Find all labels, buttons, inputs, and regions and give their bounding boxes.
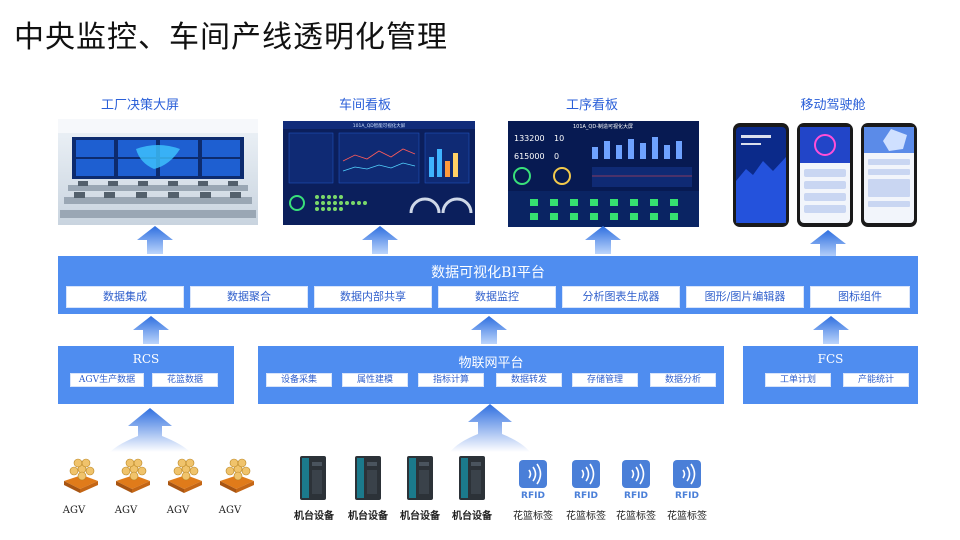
process-screen-title: 101A_QD-制造可视化大屏	[573, 123, 633, 130]
iot-item-data-analysis: 数据分析	[650, 373, 716, 387]
page-title: 中央监控、车间产线透明化管理	[14, 20, 448, 55]
control-room-image	[58, 119, 258, 225]
rcs-item-basket-data: 花篮数据	[152, 373, 218, 387]
machine-device-icon	[407, 456, 433, 500]
bi-module-data-sharing: 数据内部共享	[314, 286, 432, 308]
bi-module-data-monitoring: 数据监控	[438, 286, 556, 308]
arrow-up-icon	[133, 316, 169, 344]
agv-label: AGV	[166, 505, 190, 516]
rfid-label: 花篮标签	[667, 511, 707, 522]
rcs-title: RCS	[132, 352, 160, 366]
agv-robot-icon	[168, 458, 202, 493]
arrow-up-icon	[137, 226, 173, 254]
caption-workshop-board: 车间看板	[338, 98, 391, 113]
process-stat-2: 10	[554, 134, 564, 143]
agv-label: AGV	[62, 505, 86, 516]
mobile-cockpit-image	[731, 121, 919, 229]
caption-factory-screen: 工厂决策大屏	[100, 98, 179, 113]
rfid-tag-icon: RFID	[622, 460, 650, 499]
arrow-up-icon	[110, 408, 190, 452]
machine-device-icon	[300, 456, 326, 500]
machine-label: 机台设备	[452, 511, 492, 522]
agv-robot-icon	[64, 458, 98, 493]
agv-robot-icon	[220, 458, 254, 493]
rfid-tag-icon: RFID	[673, 460, 701, 499]
workshop-screen-title: 101A_QD智能可视化大屏	[353, 122, 406, 129]
rfid-icon-text: RFID	[521, 491, 545, 499]
rfid-tag-icon: RFID	[572, 460, 600, 499]
agv-label: AGV	[114, 505, 138, 516]
machine-device-icon	[355, 456, 381, 500]
rfid-tag-icon: RFID	[519, 460, 547, 499]
arrow-up-icon	[813, 316, 849, 344]
bi-module-icon-components: 图标组件	[810, 286, 910, 308]
iot-item-data-forwarding: 数据转发	[496, 373, 562, 387]
process-dashboard-image: 101A_QD-制造可视化大屏 133200 10 615000 0	[508, 121, 699, 227]
rfid-label: 花篮标签	[566, 511, 606, 522]
machine-label: 机台设备	[294, 511, 334, 522]
workshop-dashboard-image: 101A_QD智能可视化大屏	[283, 121, 475, 225]
fcs-item-capacity-stats: 产能统计	[843, 373, 909, 387]
arrow-up-icon	[585, 226, 621, 254]
arrow-up-icon	[362, 226, 398, 254]
iot-item-attribute-modeling: 属性建模	[342, 373, 408, 387]
arrow-up-icon	[471, 316, 507, 344]
agv-robot-icon	[116, 458, 150, 493]
rcs-panel: RCS AGV生产数据 花篮数据	[58, 346, 234, 404]
caption-process-board: 工序看板	[565, 98, 618, 113]
iot-platform-panel: 物联网平台 设备采集 属性建模 指标计算 数据转发 存储管理 数据分析	[258, 346, 724, 404]
process-stat-3: 615000	[514, 152, 545, 161]
fcs-title: FCS	[817, 352, 844, 366]
arrow-up-icon	[810, 230, 846, 258]
bi-platform-panel: 数据可视化BI平台 数据集成 数据聚合 数据内部共享 数据监控 分析图表生成器 …	[58, 256, 918, 314]
rfid-icon-text: RFID	[624, 491, 648, 499]
bi-module-data-integration: 数据集成	[66, 286, 184, 308]
rfid-icon-text: RFID	[675, 491, 699, 499]
arrow-up-icon	[450, 404, 530, 452]
iot-item-device-collection: 设备采集	[266, 373, 332, 387]
machine-device-icon	[459, 456, 485, 500]
iot-platform-title: 物联网平台	[458, 356, 524, 371]
caption-mobile-cockpit: 移动驾驶舱	[800, 98, 866, 113]
rfid-label: 花篮标签	[513, 511, 553, 522]
process-stat-1: 133200	[514, 134, 545, 143]
fcs-item-work-order: 工单计划	[765, 373, 831, 387]
machine-label: 机台设备	[400, 511, 440, 522]
process-stat-4: 0	[554, 152, 559, 161]
rcs-item-agv-data: AGV生产数据	[70, 373, 144, 387]
bi-module-image-editor: 图形/图片编辑器	[686, 286, 804, 308]
agv-label: AGV	[218, 505, 242, 516]
bi-module-data-aggregation: 数据聚合	[190, 286, 308, 308]
fcs-panel: FCS 工单计划 产能统计	[743, 346, 918, 404]
machine-label: 机台设备	[348, 511, 388, 522]
rfid-icon-text: RFID	[574, 491, 598, 499]
bi-platform-title: 数据可视化BI平台	[431, 265, 545, 281]
iot-item-metric-calc: 指标计算	[418, 373, 484, 387]
iot-item-storage-mgmt: 存储管理	[572, 373, 638, 387]
bi-module-chart-generator: 分析图表生成器	[562, 286, 680, 308]
rfid-label: 花篮标签	[616, 511, 656, 522]
